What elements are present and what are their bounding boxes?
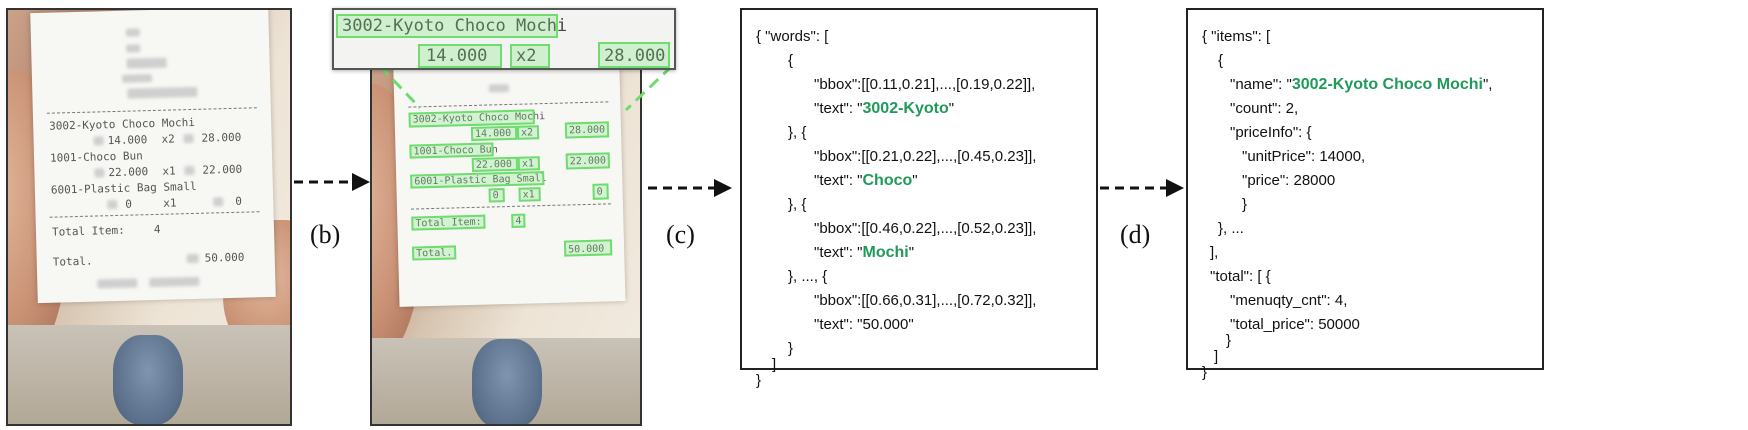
items-json-line: "name": "3002-Kyoto Choco Mochi", (1230, 76, 1493, 93)
items-json-line: "total_price": 50000 (1230, 316, 1360, 333)
words-json-line: ] (772, 356, 777, 373)
receipt-item2-price: 22.000 (202, 162, 243, 177)
receipt-item3-name: 6001-Plastic Bag Small (50, 179, 197, 197)
receipt-item3-unit: 0 (125, 197, 133, 211)
word-highlight: Mochi (862, 244, 909, 261)
step-label-c: (c) (666, 220, 695, 249)
words-json-box: { "words": [ { "bbox":[[0.11,0.21],...,[… (740, 8, 1098, 389)
words-json-line: "text": "3002-Kyoto" (814, 100, 955, 117)
detected-receipt-photo: 3002-Kyoto Choco Mochi 14.000 x2 28.000 … (370, 62, 642, 426)
detection-box-item3-unit (488, 188, 505, 203)
original-receipt-photo: 3002-Kyoto Choco Mochi 14.000 x2 28.000 … (6, 8, 292, 426)
items-json-line: "priceInfo": { (1230, 124, 1312, 141)
jeans (113, 335, 183, 424)
receipt-item1-unit: 14.000 (107, 133, 148, 148)
detection-box-item2-count (517, 156, 541, 171)
jeans (472, 339, 542, 424)
receipt-item3-count: x1 (163, 196, 177, 210)
item-name-highlight: 3002-Kyoto Choco Mochi (1291, 76, 1483, 93)
items-json-line: ] (1214, 348, 1219, 365)
step-label-d: (d) (1120, 220, 1151, 249)
detection-box-total-label (411, 245, 457, 261)
receipt-total-items-value: 4 (153, 222, 161, 236)
words-json-line: "text": "Mochi" (814, 244, 915, 261)
words-json-line: { (788, 52, 794, 69)
items-json-line: "price": 28000 (1242, 172, 1336, 189)
receipt-item2-count: x1 (162, 164, 176, 178)
receipt-item2-name: 1001-Choco Bun (49, 149, 143, 165)
zoom-inset: 3002-Kyoto Choco Mochi 14.000 x2 28.000 (332, 8, 676, 70)
receipt-item3-price: 0 (235, 194, 243, 208)
zoom-price: 28.000 (604, 46, 666, 66)
receipt-total-value: 50.000 (204, 250, 245, 265)
arrow-c (648, 179, 732, 197)
arrow-b (294, 173, 370, 191)
zoom-callout-lines (378, 64, 674, 112)
items-json-line: } (1242, 196, 1248, 213)
words-json-line: "bbox":[[0.46,0.22],...,[0.52,0.23]], (814, 220, 1037, 237)
items-json-open: { "items": [ (1202, 28, 1271, 45)
words-json-line: }, { (788, 124, 807, 141)
items-json-box: { "items": [ { "name": "3002-Kyoto Choco… (1186, 8, 1544, 381)
detection-box-total-value (563, 239, 613, 257)
receipt-item1-name: 3002-Kyoto Choco Mochi (49, 115, 196, 133)
words-json-line: "bbox":[[0.66,0.31],...,[0.72,0.32]], (814, 292, 1037, 309)
items-json-line: "count": 2, (1230, 100, 1299, 117)
receipt-item2-unit: 22.000 (108, 165, 149, 180)
words-json-line: } (788, 340, 794, 357)
items-json-line: ], (1210, 244, 1219, 261)
receipt-paper: 3002-Kyoto Choco Mochi 14.000 x2 28.000 … (30, 10, 276, 304)
words-json-line: }, ..., { (788, 268, 828, 285)
arrow-d (1100, 179, 1184, 197)
words-json-line: "text": "50.000" (814, 316, 914, 333)
detection-box-total-items-label (411, 214, 486, 231)
word-highlight: 3002-Kyoto (862, 100, 949, 117)
detection-box-item2-name (409, 142, 494, 159)
words-json-line: "bbox":[[0.11,0.21],...,[0.19,0.22]], (814, 76, 1036, 93)
zoom-item-name: 3002-Kyoto Choco Mochi (342, 16, 568, 36)
items-json-line: "unitPrice": 14000, (1242, 148, 1366, 165)
receipt-total-label: Total. (52, 254, 93, 269)
items-json-line: "total": [ { (1210, 268, 1271, 285)
detection-box-item3-count (518, 187, 541, 202)
zoom-count: x2 (516, 46, 537, 66)
items-json-close: } (1202, 364, 1208, 381)
step-label-b: (b) (310, 220, 341, 249)
detection-box-total-items-value (511, 213, 526, 228)
items-json-line: "menuqty_cnt": 4, (1230, 292, 1348, 309)
detection-box-item2-unit (471, 156, 519, 172)
detection-box-item3-name (410, 171, 545, 189)
receipt-item1-count: x2 (161, 132, 176, 146)
zoom-box-price (598, 42, 670, 68)
items-json-line: } (1226, 332, 1232, 349)
zoom-box-name (336, 14, 558, 38)
words-json-line: "text": "Choco" (814, 172, 918, 189)
items-json-line: { (1218, 52, 1224, 69)
items-json-line: }, ... (1218, 220, 1244, 237)
words-json-line: }, { (788, 196, 807, 213)
word-highlight: Choco (862, 172, 913, 189)
receipt-total-items-label: Total Item: (51, 223, 125, 239)
zoom-box-unit-price (418, 44, 502, 68)
detection-box-item3-price (592, 183, 609, 200)
words-json-open: { "words": [ (756, 28, 829, 45)
detection-box-item2-price (565, 152, 611, 170)
words-json-line: "bbox":[[0.21,0.22],...,[0.45,0.23]], (814, 148, 1037, 165)
zoom-box-count (510, 44, 550, 68)
words-json-close: } (756, 372, 762, 389)
receipt-item1-price: 28.000 (201, 130, 242, 145)
zoom-unit-price: 14.000 (426, 46, 488, 66)
